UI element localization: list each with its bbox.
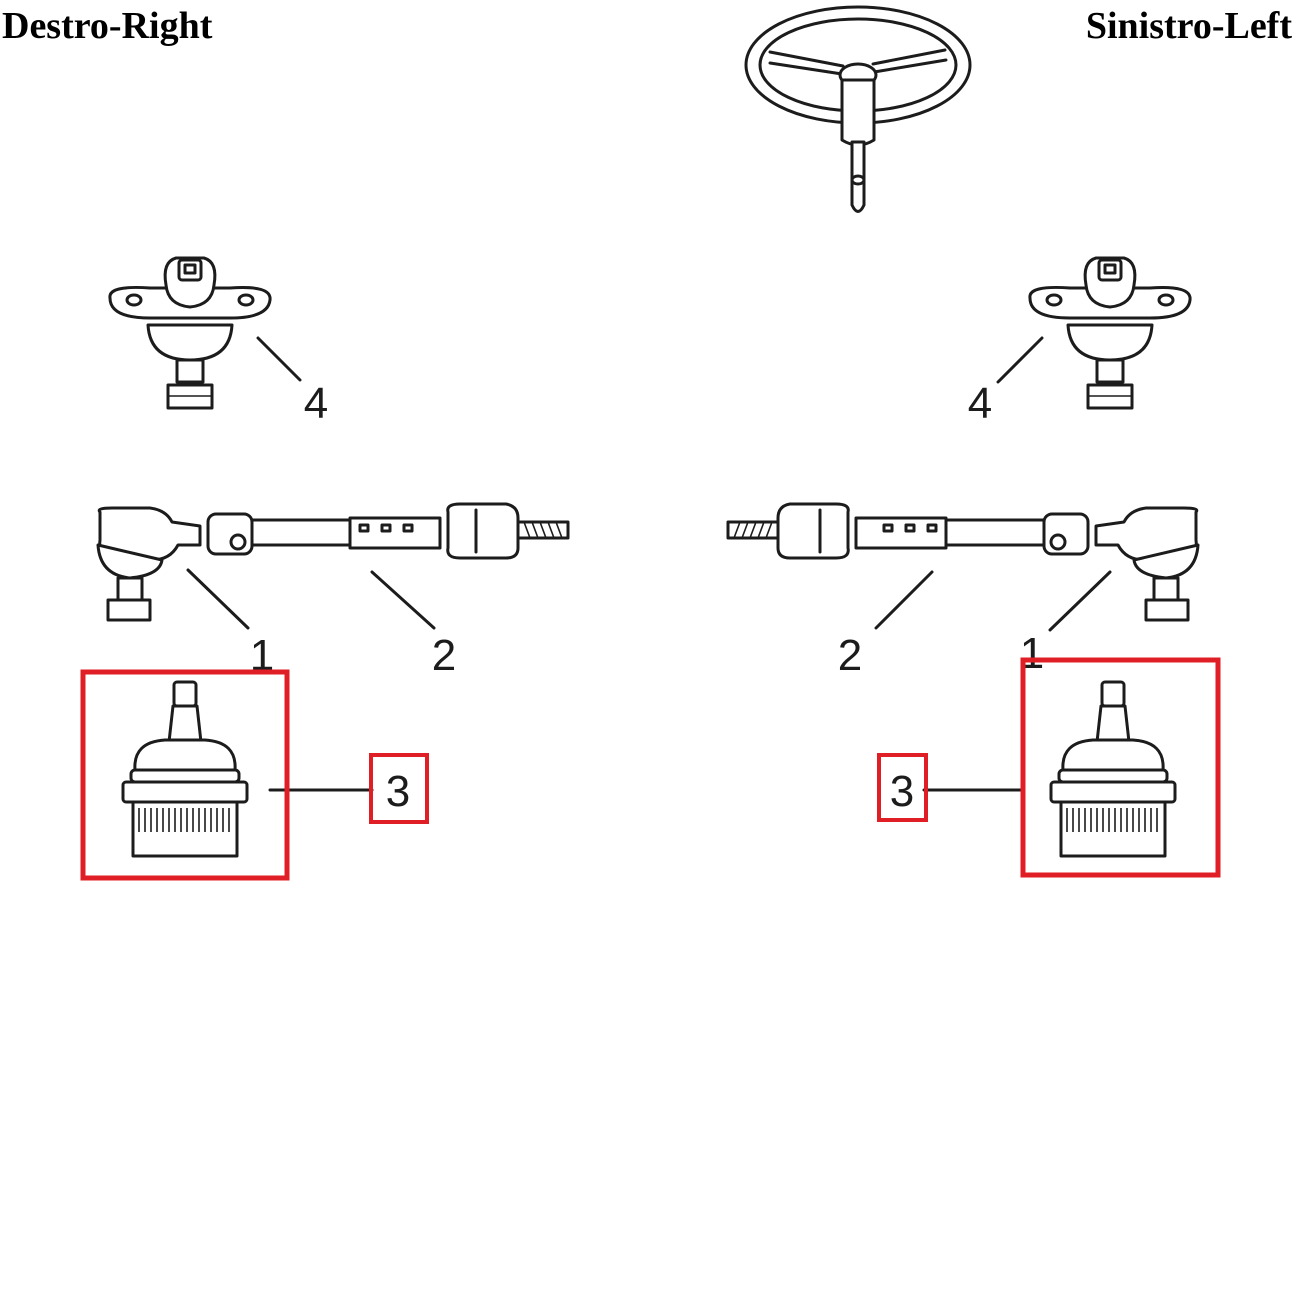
callout-2-right: 2 [432, 631, 456, 680]
callout-4-left: 4 [968, 379, 992, 428]
callout-3-left: 3 [890, 767, 914, 816]
lower-ball-joint-left [1049, 680, 1177, 858]
leader-line-2-left [874, 570, 934, 630]
title-right-side: Destro-Right [2, 5, 213, 47]
tie-rod-assembly-left [726, 502, 1200, 622]
highlight-box-callout-3-left [877, 753, 928, 822]
callout-2-left: 2 [838, 631, 862, 680]
leader-line-2-right [370, 570, 436, 630]
tie-rod-assembly-right [96, 502, 570, 622]
callout-3-right: 3 [386, 767, 410, 816]
leader-lines [186, 336, 1112, 792]
steering-wheel-illustration [744, 5, 972, 213]
leader-line-4-right [256, 336, 302, 382]
highlight-box-callout-3-right [369, 753, 429, 824]
leader-line-4-left [996, 336, 1044, 384]
callout-4-right: 4 [304, 379, 328, 428]
leader-line-1-right [186, 568, 250, 630]
upper-ball-joint-left [1028, 256, 1192, 410]
upper-ball-joint-right [108, 256, 272, 410]
leader-line-1-left [1048, 570, 1112, 632]
lower-ball-joint-right [121, 680, 249, 858]
highlight-box-part-left [1020, 657, 1221, 878]
title-left-side: Sinistro-Left [1085, 5, 1292, 47]
highlight-box-part-right [80, 669, 290, 881]
